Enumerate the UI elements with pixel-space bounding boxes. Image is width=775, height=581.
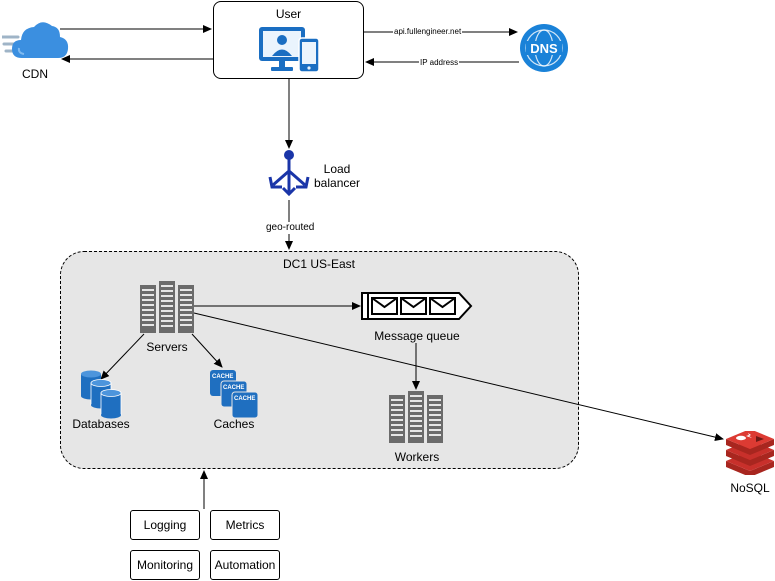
- message-queue-icon: [361, 292, 473, 320]
- edge-servers-to-caches: [191, 333, 223, 368]
- caches-label: Caches: [213, 417, 255, 431]
- cache-icon-text-1: CACHE: [212, 374, 233, 380]
- datacenter-label: DC1 US-East: [282, 257, 356, 271]
- load-balancer-icon: [268, 150, 310, 197]
- load-balancer-label-line1: Load: [323, 162, 351, 176]
- cloud-icon: [2, 22, 69, 58]
- load-balancer-label-line2: balancer: [314, 176, 361, 190]
- load-balancer-label: Load balancer: [314, 162, 360, 190]
- automation-box[interactable]: Automation: [210, 550, 280, 580]
- logging-box[interactable]: Logging: [130, 510, 200, 540]
- dns-icon-text: DNS: [530, 41, 558, 56]
- servers-label: Servers: [146, 340, 188, 354]
- metrics-box[interactable]: Metrics: [210, 510, 280, 540]
- edge-label-geo-routed: geo-routed: [264, 222, 317, 234]
- workers-label: Workers: [394, 450, 440, 464]
- cache-icon-text-2: CACHE: [223, 385, 244, 391]
- databases-label: Databases: [72, 417, 130, 431]
- cache-icon: CACHE CACHE CACHE: [210, 370, 259, 419]
- redis-icon: [726, 431, 774, 475]
- edge-label-dns-to-user: IP address: [419, 58, 460, 67]
- user-devices-icon: [259, 27, 320, 73]
- server-rack-icon: [140, 281, 194, 333]
- user-label: User: [275, 7, 302, 21]
- cache-icon-text-3: CACHE: [234, 396, 255, 402]
- edge-label-user-to-dns: api.fullengineer.net: [393, 27, 463, 36]
- edge-servers-to-databases: [100, 333, 145, 380]
- database-icon: [81, 370, 122, 419]
- dns-icon: DNS: [520, 24, 568, 72]
- server-rack-icon: [389, 391, 443, 443]
- edge-servers-to-nosql: [193, 312, 724, 442]
- cdn-label: CDN: [22, 67, 48, 81]
- monitoring-box[interactable]: Monitoring: [130, 550, 200, 580]
- nosql-label: NoSQL: [730, 481, 770, 495]
- message-queue-label: Message queue: [374, 329, 460, 343]
